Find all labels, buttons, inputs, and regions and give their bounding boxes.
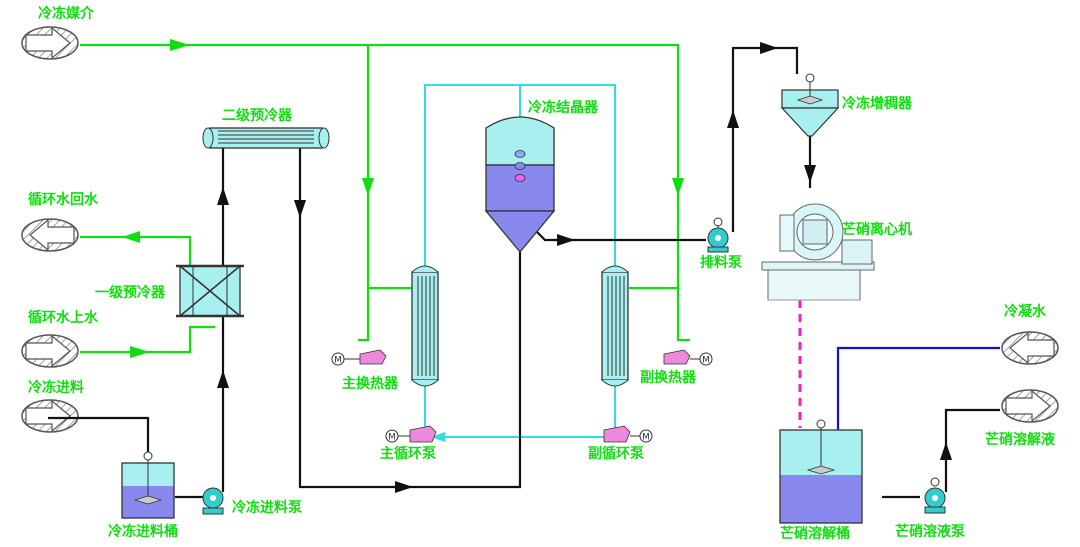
motor-icon: M [702,356,710,366]
dissolve-tank [779,419,863,524]
feed-tank-label: 冷冻进料桶 [108,524,178,540]
crystallizer-label: 冷冻结晶器 [528,100,598,116]
secondary-precooler [202,127,330,149]
centrifuge [761,203,875,301]
motor-icon: M [388,433,396,443]
refrigerant-inlet-connector [21,26,79,60]
discharge-pump-label: 排料泵 [700,255,742,271]
feed-pump-label: 冷冻进料泵 [232,500,302,516]
cw-return-connector [21,218,79,252]
freeze-feed-connector [21,399,79,433]
condensate-connector [1001,331,1059,365]
aux-exchanger-label: 副换热器 [640,370,696,386]
discharge-pump [707,217,729,253]
refrigerant-arrows [122,39,684,358]
thickener-label: 冷冻增稠器 [842,96,912,112]
cw-supply-connector [21,334,79,368]
thickener [780,73,840,137]
main-exchanger [411,265,439,387]
solution-pump [924,477,946,514]
aux-exchanger [601,265,629,387]
refrigerant-label: 冷冻媒介 [38,6,94,22]
dissolve-tank-label: 芒硝溶解桶 [780,526,850,542]
cw-supply-label: 循环水上水 [28,310,98,326]
aux-circ-pump [603,425,653,443]
main-exchanger-label: 主换热器 [342,376,398,392]
main-exchanger-pump [331,349,387,366]
dissolve-liquid-connector [1001,389,1059,423]
primary-precooler [176,264,244,318]
freeze-feed-label: 冷冻进料 [28,380,84,396]
motor-icon: M [334,356,342,366]
secondary-precooler-label: 二级预冷器 [222,108,292,124]
circulation-arrow [431,432,445,442]
dissolve-liquid-label: 芒硝溶解液 [985,432,1055,448]
refrigerant-lines [80,43,690,354]
crystallizer [484,116,556,254]
aux-exchanger-pump [663,349,713,366]
centrifuge-label: 芒硝离心机 [842,222,912,238]
feed-pump [202,487,224,515]
condensate-label: 冷凝水 [1004,304,1046,320]
main-circ-pump [385,425,437,443]
condensate-line [836,346,1000,430]
motor-icon: M [642,433,650,443]
cw-return-label: 循环水回水 [28,192,98,208]
aux-circ-pump-label: 副循环泵 [588,446,644,462]
process-arrows [217,42,952,493]
feed-tank [121,451,175,519]
solution-pump-label: 芒硝溶液泵 [895,524,965,540]
main-circ-pump-label: 主循环泵 [380,446,436,462]
primary-precooler-label: 一级预冷器 [95,285,165,301]
